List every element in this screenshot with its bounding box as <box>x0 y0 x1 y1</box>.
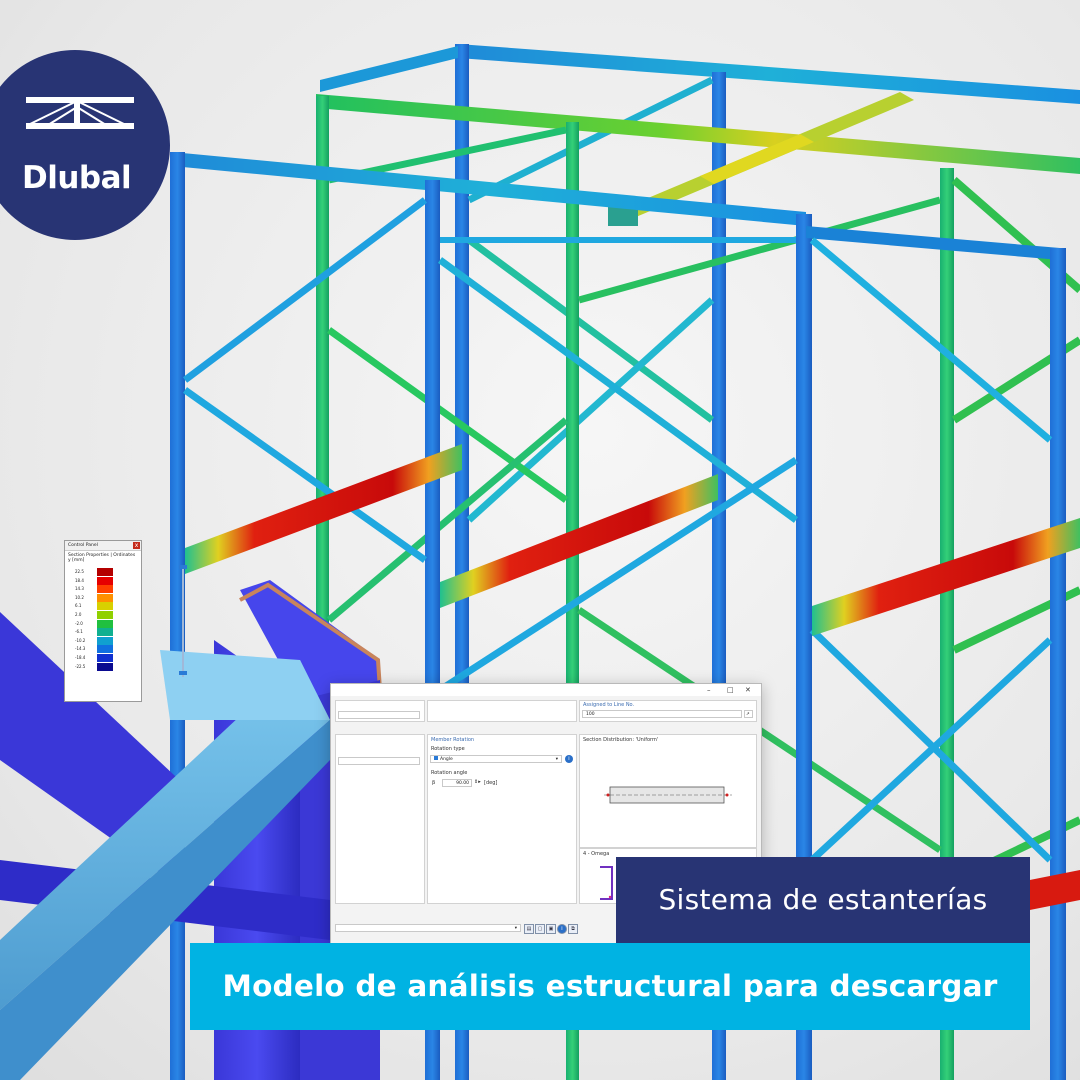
legend-value: 10.2 <box>75 594 84 600</box>
left-top-field[interactable] <box>338 711 420 719</box>
left-select[interactable] <box>338 757 420 765</box>
legend-value: 6.1 <box>75 603 82 609</box>
dialog-titlebar: – □ ✕ <box>331 684 761 696</box>
rotation-type-label: Rotation type <box>431 746 465 752</box>
angle-icon <box>434 756 438 760</box>
member-dialog: – □ ✕ Assigned to Line No. 100 ↗ Member … <box>330 683 762 945</box>
close-button[interactable]: ✕ <box>745 686 751 694</box>
legend-swatch <box>97 568 113 576</box>
minimize-button[interactable]: – <box>707 686 711 694</box>
bottom-select[interactable]: ▾ <box>335 924 521 932</box>
legend-value: 22.5 <box>75 569 84 574</box>
edit-section-icon[interactable]: ▢ <box>535 924 545 934</box>
legend-slider[interactable] <box>179 541 187 701</box>
legend-swatch <box>97 662 113 671</box>
dlubal-logo: Dlubal <box>0 50 172 240</box>
control-panel: Control Panel x Section Properties | Ord… <box>64 540 187 702</box>
control-panel-titlebar: Control Panel x <box>65 541 141 551</box>
control-panel-result-type: Section Properties | Ordinates <box>68 553 136 558</box>
legend-value: -2.0 <box>75 620 83 626</box>
title-banner: Sistema de estanterías <box>616 857 1030 943</box>
legend-value: -18.4 <box>75 655 86 660</box>
info-icon[interactable]: i <box>557 924 567 934</box>
rotation-angle-label: Rotation angle <box>431 770 468 776</box>
info-icon[interactable]: i <box>565 755 573 763</box>
left-top-pane <box>335 700 425 722</box>
legend-value: -10.2 <box>75 637 86 643</box>
legend-swatch <box>97 628 113 637</box>
library-icon[interactable]: ▤ <box>524 924 534 934</box>
legend-swatch <box>97 636 113 645</box>
pick-icon[interactable]: ↗ <box>744 710 753 718</box>
legend-value: -14.3 <box>75 646 86 652</box>
control-panel-close-icon[interactable]: x <box>133 542 140 549</box>
member-rotation-header: Member Rotation <box>431 737 475 743</box>
legend-value: -6.1 <box>75 629 83 635</box>
section-distribution-pane: Section Distribution: 'Uniform' <box>579 734 757 848</box>
assigned-line-label: Assigned to Line No. <box>583 702 635 708</box>
legend-swatch <box>97 645 113 654</box>
legend-swatch <box>97 654 113 662</box>
maximize-button[interactable]: □ <box>727 686 734 694</box>
legend-value: -22.5 <box>75 663 86 669</box>
legend-swatch <box>97 576 113 585</box>
chevron-down-icon: ▾ <box>514 926 517 931</box>
legend-value: 2.0 <box>75 612 82 617</box>
rotation-type-value: Angle <box>440 757 453 762</box>
section-name-label: 4 - Omega <box>583 851 610 857</box>
legend-swatch <box>97 602 113 611</box>
legend-swatch <box>97 611 113 619</box>
rotation-angle-unit: [deg] <box>484 780 498 786</box>
chevron-down-icon: ▾ <box>555 757 558 762</box>
new-section-icon[interactable]: ▣ <box>546 924 556 934</box>
section-distribution-label: Section Distribution: 'Uniform' <box>583 737 659 743</box>
legend-swatch <box>97 619 113 628</box>
left-list-pane <box>335 734 425 904</box>
bridge-icon <box>26 97 134 129</box>
legend-swatch <box>97 593 113 602</box>
legend-value: 14.3 <box>75 586 84 592</box>
legend-swatch <box>97 585 113 594</box>
legend-value: 18.4 <box>75 577 84 583</box>
rotation-angle-input[interactable]: 90.00 <box>442 779 472 787</box>
subtitle-banner: Modelo de análisis estructural para desc… <box>190 943 1030 1030</box>
member-rotation-pane: Member Rotation Rotation type Angle ▾ i … <box>427 734 577 904</box>
rotation-type-select[interactable]: Angle ▾ <box>430 755 562 763</box>
spinner-icon[interactable]: ⇕▸ <box>474 779 481 785</box>
middle-top-pane <box>427 700 577 722</box>
assigned-line-input[interactable]: 100 <box>582 710 742 718</box>
control-panel-unit: y [mm] <box>68 558 85 563</box>
control-panel-subtitle: Section Properties | Ordinates y [mm] <box>65 551 141 565</box>
logo-wordmark: Dlubal <box>22 160 132 196</box>
omega-section-icon <box>600 866 613 900</box>
section-preview-diagram <box>604 786 732 804</box>
logo-circle <box>0 50 170 240</box>
beta-symbol: β <box>432 780 436 786</box>
assigned-line-pane: Assigned to Line No. 100 ↗ <box>579 700 757 722</box>
control-panel-title: Control Panel <box>68 543 98 548</box>
copy-icon[interactable]: ⧉ <box>568 924 578 934</box>
